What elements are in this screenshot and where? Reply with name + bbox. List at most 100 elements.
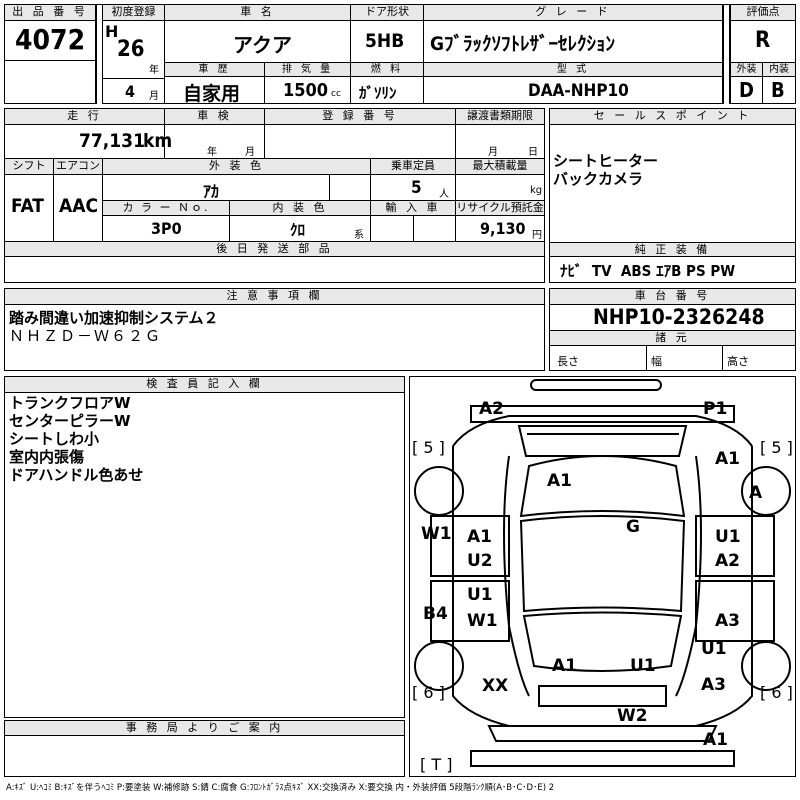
inspection-header: 車 検 (165, 109, 265, 125)
office-header: 事 務 局 よ り ご 案 内 (5, 721, 404, 736)
first-reg-month-cell: 4 月 (103, 79, 165, 104)
mark-right-quarter: A3 (701, 675, 726, 695)
inspector-note: トランクフロアW (9, 394, 131, 412)
capacity-value: 5 (411, 178, 422, 198)
car-outline-diagram (414, 379, 791, 767)
lot-no-cell: 4072 (5, 21, 96, 61)
mark-roof-rear-left: A1 (552, 656, 577, 676)
mileage-cell: 77,131 km (5, 125, 172, 159)
bracket-right-top: [ 5 ] (760, 438, 793, 457)
sales-points-list: シートヒーター バックカメラ (553, 152, 658, 188)
exterior-color-cell: ｱｶ (103, 175, 330, 201)
chassis-box (549, 288, 796, 371)
capacity-cell: 5 人 (371, 175, 456, 201)
inspector-note: 室内内張傷 (9, 448, 85, 466)
car-name-value: アクア (233, 33, 292, 57)
interior-color-unit: 系 (354, 230, 364, 241)
spec-height-label: 高さ (727, 355, 749, 368)
sales-points-box (549, 108, 796, 283)
transfer-day: 日 (528, 147, 538, 158)
bracket-left-top: [ 5 ] (412, 438, 445, 457)
first-reg-header: 初度登録 (103, 5, 165, 21)
inspector-box (4, 376, 405, 718)
door-cell: 5HB (351, 21, 424, 63)
sales-point-item: シートヒーター (553, 152, 659, 170)
displacement-cell: 1500 cc (265, 77, 351, 104)
mark-hood: A1 (547, 471, 572, 491)
car-name-cell: アクア (165, 21, 351, 63)
interior-color-header: 内 装 色 (230, 201, 371, 216)
interior-color-cell: ｸﾛ 系 (230, 216, 371, 242)
fuel-header: 燃 料 (351, 63, 424, 77)
mark-left-pillar: W1 (421, 524, 452, 544)
vehicle-summary-table (4, 4, 796, 104)
mark-left-front-door-1: A1 (467, 527, 492, 547)
first-reg-year-cell: H 26 年 (103, 21, 165, 79)
inspector-note: ドアハンドル色あせ (9, 466, 144, 484)
shift-cell: FAT (5, 175, 54, 242)
mark-rear-gate: W2 (617, 706, 648, 726)
model-code-header: 型 式 (424, 63, 723, 77)
door-header: ドア形状 (351, 5, 424, 21)
shift-value: FAT (11, 195, 44, 217)
vehicle-details-table (4, 108, 545, 283)
mileage-header: 走 行 (5, 109, 165, 125)
caution-list: 踏み間違い加速抑制システム２ ＮＨＺＤ－Ｗ６２Ｇ (9, 309, 219, 345)
capacity-header: 乗車定員 (371, 159, 456, 175)
bracket-right-bottom: [ 6 ] (760, 683, 793, 702)
later-parts-cell (5, 257, 545, 283)
inspection-year: 年 (207, 147, 217, 158)
displacement-header: 排 気 量 (265, 63, 351, 77)
sales-point-item: バックカメラ (553, 170, 644, 188)
spec-width-label: 幅 (651, 355, 662, 368)
mark-right-rear-door: A3 (715, 611, 740, 631)
caution-line: 踏み間違い加速抑制システム２ (9, 309, 219, 327)
lot-no-header: 出 品 番 号 (5, 5, 96, 21)
aircon-value: AAC (59, 195, 99, 217)
damage-legend: A:ｷｽﾞ U:ﾍｺﾐ B:ｷｽﾞを伴うﾍｺﾐ P:要塗装 W:補修跡 S:錆 … (6, 783, 555, 793)
transfer-deadline-header: 譲渡書類期限 (456, 109, 545, 125)
reg-no-header: 登 録 番 号 (265, 109, 456, 125)
mark-rear-bumper: A1 (703, 730, 728, 750)
import-cell-a (371, 216, 414, 242)
caution-line: ＮＨＺＤ－Ｗ６２Ｇ (9, 327, 163, 345)
max-load-cell: kg (456, 175, 545, 201)
inspector-header: 検 査 員 記 入 欄 (5, 377, 404, 393)
mark-right-front-wheel: A (749, 483, 763, 503)
mark-left-quarter: XX (482, 676, 509, 696)
mark-left-rear-door-2: W1 (467, 611, 498, 631)
aircon-cell: AAC (54, 175, 103, 242)
recycle-header: リサイクル預託金 (456, 201, 545, 216)
aircon-header: エアコン (54, 159, 103, 175)
month-unit: 月 (149, 91, 159, 102)
shift-header: シフト (5, 159, 54, 175)
history-value: 自家用 (183, 83, 241, 105)
mark-right-front-door-2: A2 (715, 551, 740, 571)
history-cell: 自家用 (165, 77, 265, 105)
interior-grade-header: 内装 (763, 63, 796, 77)
exterior-color-extra (330, 175, 371, 201)
import-header: 輸 入 車 (371, 201, 456, 216)
interior-grade-cell: B (763, 77, 796, 104)
mark-right-fender: A1 (715, 449, 740, 469)
mark-right-front-door-1: U1 (715, 527, 741, 547)
capacity-unit: 人 (439, 189, 449, 200)
displacement-unit: cc (331, 89, 341, 99)
grade-cell: Gﾌﾞﾗｯｸｿﾌﾄﾚｻﾞｰｾﾚｸｼｮﾝ (424, 21, 723, 63)
mark-right-rear-pillar: U1 (701, 639, 727, 659)
exterior-color-value: ｱｶ (203, 182, 220, 201)
caution-box (4, 288, 545, 371)
interior-color-value: ｸﾛ (290, 221, 306, 239)
interior-grade-value: B (771, 78, 785, 102)
bracket-left-bottom: [ 6 ] (412, 683, 445, 702)
caution-header: 注 意 事 項 欄 (5, 289, 544, 305)
score-cell: R (730, 21, 796, 63)
fuel-cell: ｶﾞｿﾘﾝ (351, 77, 424, 104)
spec-length-label: 長さ (557, 355, 579, 368)
color-no-cell: 3P0 (103, 216, 230, 242)
car-name-header: 車 名 (165, 5, 351, 21)
mark-roof-rear-right: U1 (630, 656, 656, 676)
history-header: 車 歴 (165, 63, 265, 77)
color-no-value: 3P0 (151, 219, 182, 238)
color-no-header: カ ラ ー Ｎｏ. (103, 201, 230, 216)
